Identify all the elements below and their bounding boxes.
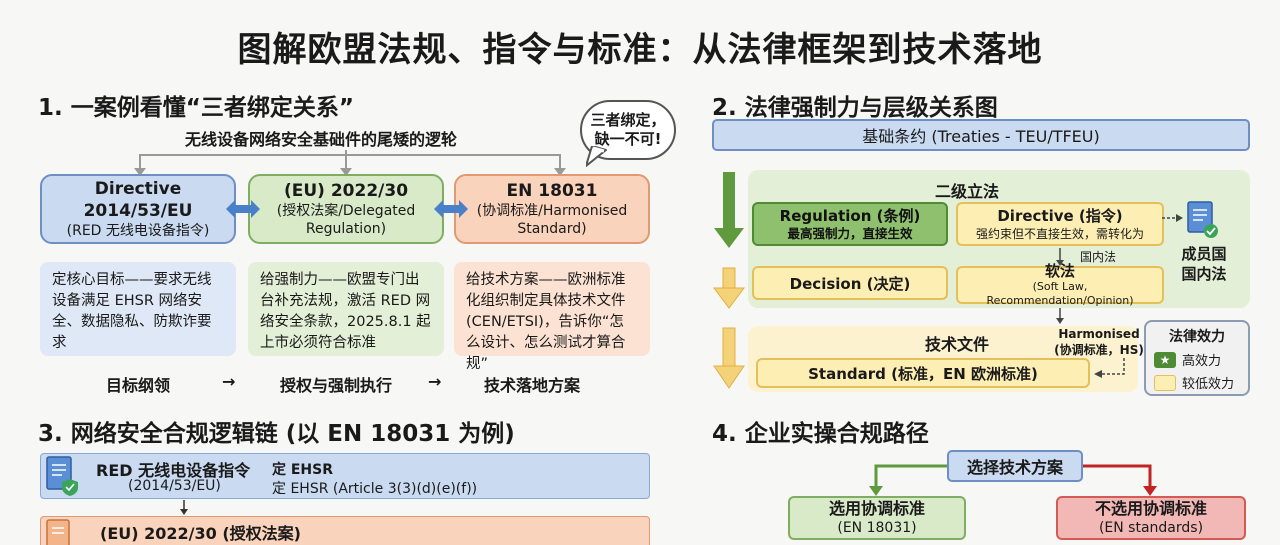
soft-law-box: 软法 (Soft Law, Recommendation/Opinion) bbox=[956, 262, 1164, 307]
directive-sub: 强约束但不直接生效，需转化为 bbox=[975, 226, 1144, 241]
box-title: Directive 2014/53/EU bbox=[83, 179, 193, 221]
standard-title: Standard (标准，EN 欧洲标准) bbox=[808, 364, 1038, 383]
standard-box: Standard (标准，EN 欧洲标准) bbox=[756, 358, 1090, 388]
harmonised-arrow bbox=[1094, 358, 1125, 378]
document-pen-icon bbox=[46, 519, 70, 545]
no-hs-title: 不选用协调标准 bbox=[1094, 499, 1207, 518]
decision-title: Decision (决定) bbox=[789, 274, 911, 293]
decision-box: Decision (决定) bbox=[752, 266, 948, 300]
box-title: (EU) 2022/30 bbox=[283, 181, 409, 201]
legend-low: 较低效力 bbox=[1182, 377, 1235, 392]
flow-arrow: → bbox=[428, 372, 442, 391]
choose-tech-solution: 选择技术方案 bbox=[947, 450, 1083, 482]
regulation-box: Regulation (条例) 最高强制力，直接生效 bbox=[752, 202, 948, 246]
soft-law-sub: (Soft Law, Recommendation/Opinion) bbox=[986, 280, 1134, 307]
section-4-heading: 4. 企业实操合规路径 bbox=[712, 421, 929, 447]
use-hs-sub: (EN 18031) bbox=[837, 520, 917, 536]
red-chain-ehsr-article: 定 EHSR (Article 3(3)(d)(e)(f)) bbox=[272, 481, 478, 497]
flow-tech: 技术落地方案 bbox=[484, 376, 581, 395]
legend-swatch-low bbox=[1154, 374, 1176, 391]
use-hs-title: 选用协调标准 bbox=[828, 499, 925, 518]
legend: 法律效力 ★ 高效力 较低效力 bbox=[1144, 320, 1250, 396]
flow-arrow: → bbox=[222, 372, 236, 391]
red-chain-sub: (2014/53/EU) bbox=[128, 478, 221, 494]
soft-law-title: 软法 bbox=[1044, 262, 1075, 280]
national-law-small: 国内法 bbox=[1080, 250, 1117, 264]
delegated-chain-title: (EU) 2022/30 (授权法案) bbox=[100, 524, 301, 543]
speech-bubble-tail bbox=[586, 146, 607, 167]
legend-high: 高效力 bbox=[1182, 354, 1222, 369]
use-harmonised-standard-box: 选用协调标准 (EN 18031) bbox=[788, 496, 966, 540]
legend-title: 法律效力 bbox=[1169, 329, 1225, 345]
flow-enforcement: 授权与强制执行 bbox=[280, 376, 393, 395]
member-state-law: 成员国 国内法 bbox=[1181, 245, 1227, 283]
red-directive-box: Directive 2014/53/EU (RED 无线电设备指令) bbox=[40, 174, 236, 244]
box-subtitle: (授权法案/Delegated Regulation) bbox=[276, 203, 416, 237]
red-chain-title: RED 无线电设备指令 bbox=[96, 461, 251, 480]
harmonised-standard-box: EN 18031 (协调标准/Harmonised Standard) bbox=[454, 174, 650, 244]
technical-docs-label: 技术文件 bbox=[925, 335, 990, 354]
delegated-chain-row bbox=[40, 516, 650, 545]
page-title: 图解欧盟法规、指令与标准：从法律框架到技术落地 bbox=[237, 30, 1043, 70]
directive-title: Directive (指令) bbox=[997, 206, 1123, 225]
red-chain-ehsr: 定 EHSR bbox=[272, 462, 334, 478]
note-technical-solution: 给技术方案——欧洲标准化组织制定具体技术文件 (CEN/ETSI)，告诉你“怎么… bbox=[454, 262, 650, 372]
flow-goal: 目标纲领 bbox=[106, 376, 171, 395]
directive-box: Directive (指令) 强约束但不直接生效，需转化为 bbox=[956, 202, 1164, 246]
document-check-icon bbox=[1187, 201, 1218, 238]
no-harmonised-standard-box: 不选用协调标准 (EN standards) bbox=[1056, 496, 1246, 540]
double-arrow-icon bbox=[226, 200, 260, 218]
regulation-sub: 最高强制力，直接生效 bbox=[787, 225, 913, 241]
document-shield-icon bbox=[46, 456, 78, 496]
double-arrow-icon bbox=[434, 200, 468, 218]
star-icon: ★ bbox=[1154, 351, 1176, 368]
section-3-heading: 3. 网络安全合规逻辑链 (以 EN 18031 为例) bbox=[38, 421, 515, 447]
section-2-connectors bbox=[1056, 248, 1064, 324]
regulation-title: Regulation (条例) bbox=[779, 206, 921, 225]
box-title: EN 18031 bbox=[506, 181, 598, 201]
section-1-subtitle: 无线设备网络安全基础件的尾矮的逻轮 bbox=[185, 130, 458, 149]
arrow-to-member-state bbox=[1162, 214, 1183, 222]
note-red-goal: 定核心目标——要求无线设备满足 EHSR 网络安全、数据隐私、防欺诈要求 bbox=[40, 262, 236, 356]
box-subtitle: (RED 无线电设备指令) bbox=[66, 223, 210, 239]
treaties-bar: 基础条约 (Treaties - TEU/TFEU) bbox=[712, 119, 1250, 151]
chain-arrow bbox=[180, 500, 188, 515]
harmonised-label: Harmonised (协调标准，HS) bbox=[1054, 327, 1144, 357]
box-subtitle: (协调标准/Harmonised Standard) bbox=[476, 203, 628, 237]
red-chain-row bbox=[40, 453, 650, 499]
note-enforcement: 给强制力——欧盟专门出台补充法规，激活 RED 网络安全条款，2025.8.1 … bbox=[248, 262, 444, 356]
section-4-branches bbox=[869, 464, 1157, 496]
section-1-connectors bbox=[134, 150, 566, 176]
no-hs-sub: (EN standards) bbox=[1098, 520, 1204, 536]
section-2-heading: 2. 法律强制力与层级关系图 bbox=[712, 95, 998, 121]
section-1-heading: 1. 一案例看懂“三者绑定关系” bbox=[38, 95, 354, 121]
hierarchy-arrows bbox=[713, 172, 745, 389]
delegated-regulation-box: (EU) 2022/30 (授权法案/Delegated Regulation) bbox=[248, 174, 444, 244]
secondary-legislation-label: 二级立法 bbox=[935, 182, 1000, 201]
